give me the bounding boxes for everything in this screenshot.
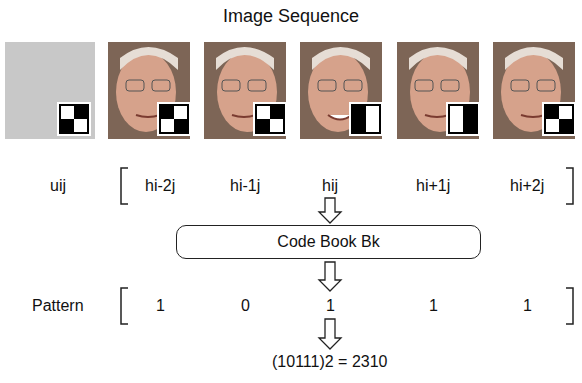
glasses (344, 80, 362, 91)
marker-cell (450, 106, 463, 119)
photo-ground (493, 42, 575, 139)
down-arrow (319, 198, 341, 223)
glasses (537, 80, 555, 91)
blank-frame (5, 42, 95, 139)
marker-cell (366, 119, 379, 132)
histogram-term: hij (322, 177, 338, 195)
pattern-bit: 1 (429, 297, 438, 315)
glasses (441, 80, 459, 91)
hair (216, 47, 274, 70)
bracket (121, 288, 128, 324)
hair (312, 47, 370, 70)
marker-ground (447, 103, 479, 135)
vector-name: uij (50, 177, 66, 195)
marker-pattern (58, 103, 90, 135)
face-frames (108, 42, 575, 139)
glasses (222, 80, 240, 91)
glasses (318, 80, 336, 91)
marker-ground (254, 103, 286, 135)
marker-cell (257, 106, 270, 119)
marker-cell (74, 119, 87, 132)
down-arrow (319, 319, 341, 349)
histogram-term: hi-1j (230, 177, 260, 195)
pattern-bit: 1 (156, 297, 165, 315)
mouth (232, 115, 256, 117)
marker-cell (450, 119, 463, 132)
photo-ground (108, 42, 190, 139)
pattern-bit: 1 (523, 297, 532, 315)
marker-cell (270, 119, 283, 132)
brackets (121, 168, 573, 324)
hair (409, 47, 467, 70)
title: Image Sequence (223, 6, 359, 26)
marker-cell (174, 106, 187, 119)
glasses (126, 80, 144, 91)
photo-ground (397, 42, 479, 139)
face-frame (300, 42, 382, 139)
bracket (121, 168, 128, 204)
hollow-arrows (319, 198, 341, 349)
marker-cell (161, 119, 174, 132)
pattern-bit: 0 (241, 297, 250, 315)
bracket (566, 288, 573, 324)
face-frame (204, 42, 286, 139)
bracket (566, 168, 573, 204)
row-name: Pattern (32, 297, 84, 315)
hair (505, 47, 563, 70)
down-arrow (319, 262, 341, 291)
pattern-bit: 1 (326, 297, 335, 315)
histogram-term: hi+2j (510, 177, 544, 195)
mouth (136, 115, 160, 117)
photo-ground (300, 42, 382, 139)
box-label: Code Book Bk (277, 233, 379, 251)
mouth (521, 115, 545, 117)
marker-pattern (543, 103, 575, 135)
hair (120, 47, 178, 70)
marker-cell (366, 106, 379, 119)
face-frame (108, 42, 190, 139)
face-frame (493, 42, 575, 139)
marker-ground (58, 103, 90, 135)
codebook-box: Code Book Bk (176, 225, 481, 259)
marker-patterns (58, 103, 575, 135)
face-frame (397, 42, 479, 139)
marker-cell (559, 106, 572, 119)
glasses (511, 80, 529, 91)
marker-cell (61, 106, 74, 119)
photo-ground (204, 42, 286, 139)
image-sequence (5, 42, 575, 139)
marker-ground (543, 103, 575, 135)
marker-ground (350, 103, 382, 135)
marker-ground (158, 103, 190, 135)
glasses (152, 80, 170, 91)
glasses (415, 80, 433, 91)
mouth (425, 115, 449, 117)
mouth (328, 115, 352, 120)
glasses (248, 80, 266, 91)
histogram-term: hi+1j (416, 177, 450, 195)
marker-pattern (447, 103, 479, 135)
marker-pattern (254, 103, 286, 135)
result-value: (10111)2 = 2310 (272, 353, 388, 371)
marker-pattern (158, 103, 190, 135)
marker-pattern (350, 103, 382, 135)
histogram-term: hi-2j (145, 177, 175, 195)
marker-cell (546, 119, 559, 132)
